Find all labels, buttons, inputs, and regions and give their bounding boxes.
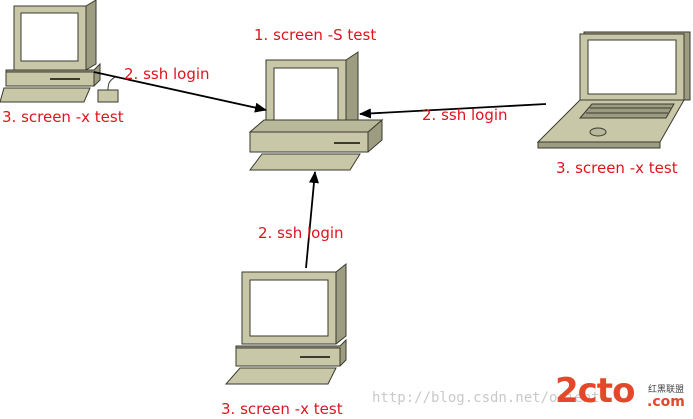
watermark-domain: .com <box>647 394 685 410</box>
screen <box>249 279 329 337</box>
arrow-top-left-to-server <box>93 71 267 113</box>
arrow-bottom-to-server <box>305 171 319 269</box>
desktop-client-top-left <box>0 0 119 103</box>
watermark-logo: 2cto <box>555 371 635 411</box>
ssh-login-label-top-left: 2. ssh login <box>124 65 210 83</box>
watermark-url: http://blog.csdn.net/orient <box>372 390 600 406</box>
ssh-login-label-bottom: 2. ssh login <box>258 224 344 242</box>
screen <box>273 67 339 121</box>
server-computer <box>248 51 384 171</box>
screen-attach-label-right: 3. screen -x test <box>556 159 678 177</box>
desktop-client-bottom <box>224 262 347 385</box>
screen <box>20 12 79 62</box>
ssh-login-label-right: 2. ssh login <box>422 106 508 124</box>
screen <box>587 39 677 95</box>
arrow-right-to-server <box>359 103 547 119</box>
screen-attach-label-top-left: 3. screen -x test <box>2 108 124 126</box>
screen-attach-label-bottom: 3. screen -x test <box>221 400 343 418</box>
server-label: 1. screen -S test <box>254 26 377 44</box>
watermark-site-name: 红黑联盟 <box>648 385 685 395</box>
laptop-client-right <box>536 31 691 149</box>
